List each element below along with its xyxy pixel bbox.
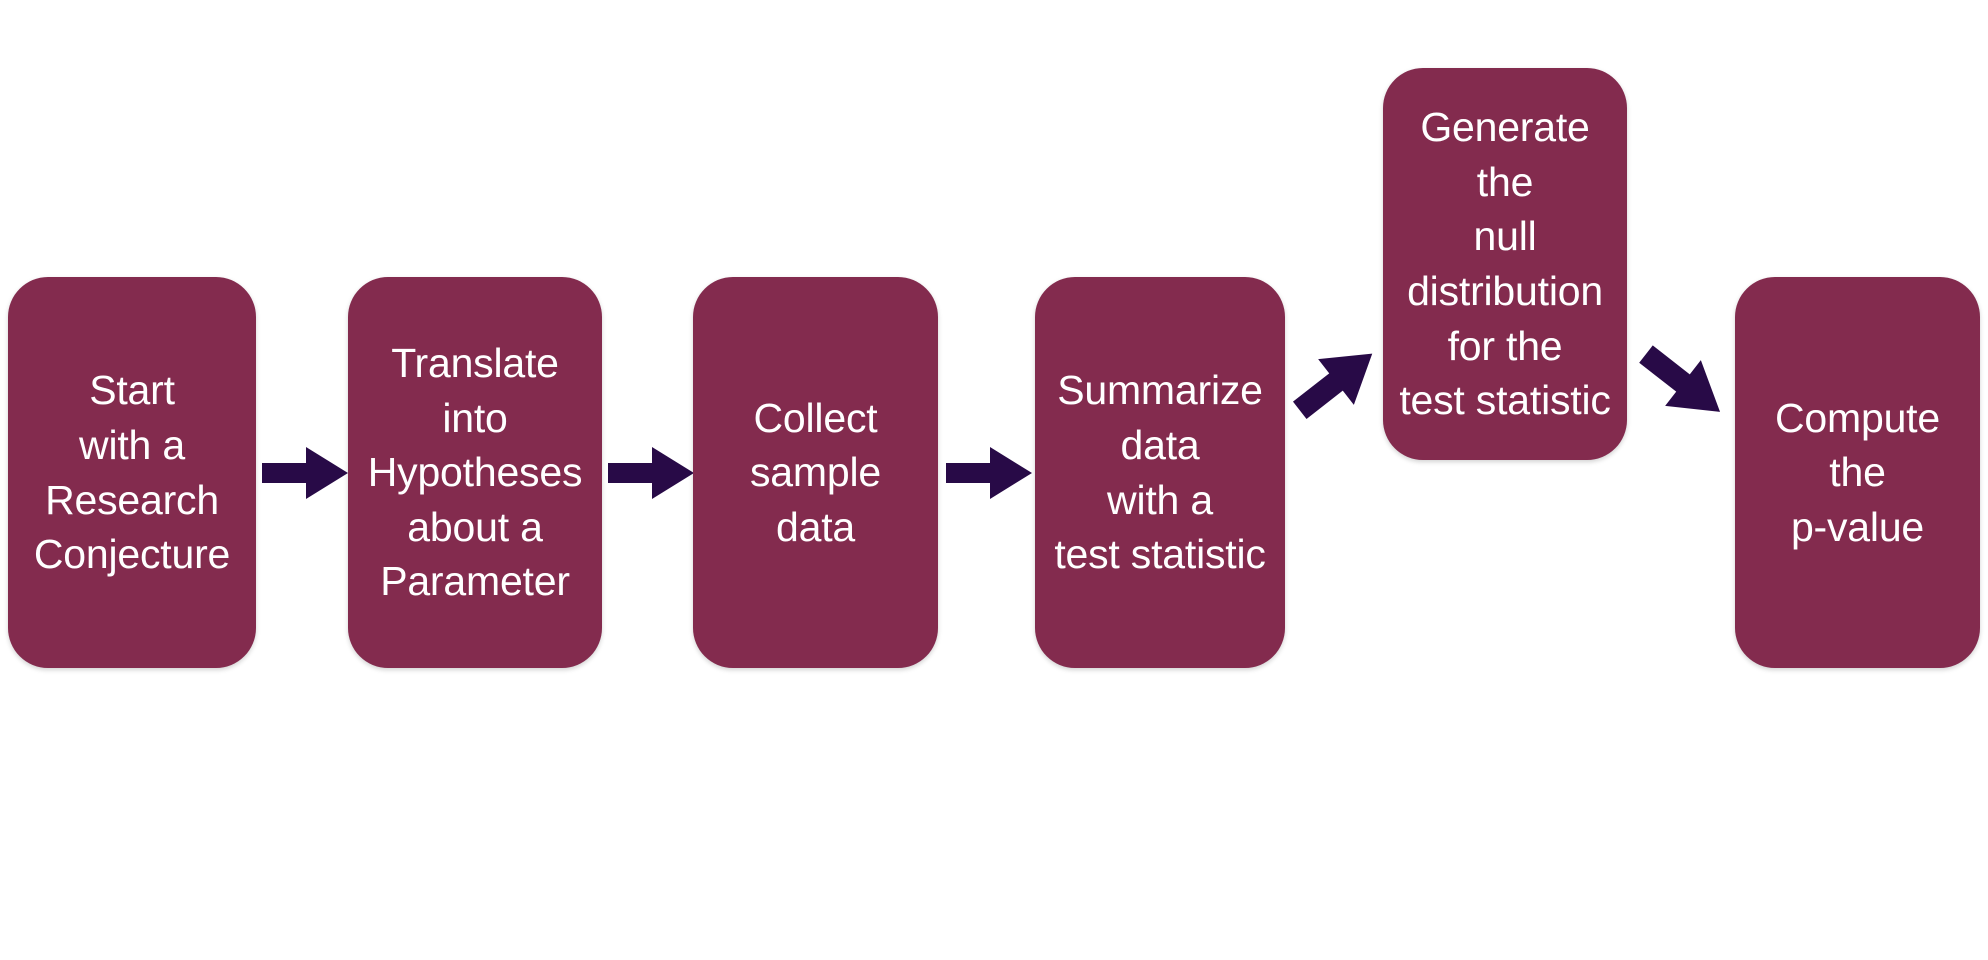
arrow-up-right-icon-connector-4 — [1288, 337, 1384, 427]
flow-step-label: Summarize data with a test statistic — [1054, 367, 1266, 578]
flow-step-label: Compute the p-value — [1775, 394, 1940, 550]
arrow-down-right-icon-connector-5 — [1634, 337, 1732, 429]
arrow-right-icon-connector-1 — [262, 447, 348, 499]
flow-step-generate-the-null-distribution-for-the-test-statistic[interactable]: Generate the null distribution for the t… — [1383, 68, 1627, 460]
flow-step-label: Start with a Research Conjecture — [33, 367, 231, 578]
flow-step-compute-the-p-value[interactable]: Compute the p-value — [1735, 277, 1980, 668]
flow-step-translate-into-hypotheses-about-a-parameter[interactable]: Translate into Hypotheses about a Parame… — [348, 277, 602, 668]
flow-step-label: Translate into Hypotheses about a Parame… — [367, 340, 583, 605]
flow-step-label: Generate the null distribution for the t… — [1399, 104, 1611, 424]
arrow-right-icon-connector-2 — [608, 447, 694, 499]
flow-step-label: Collect sample data — [750, 394, 881, 550]
flow-step-start-with-a-research-conjecture[interactable]: Start with a Research Conjecture — [8, 277, 256, 668]
flow-step-summarize-data-with-a-test-statistic[interactable]: Summarize data with a test statistic — [1035, 277, 1285, 668]
arrow-right-icon-connector-3 — [946, 447, 1032, 499]
flow-step-collect-sample-data[interactable]: Collect sample data — [693, 277, 938, 668]
